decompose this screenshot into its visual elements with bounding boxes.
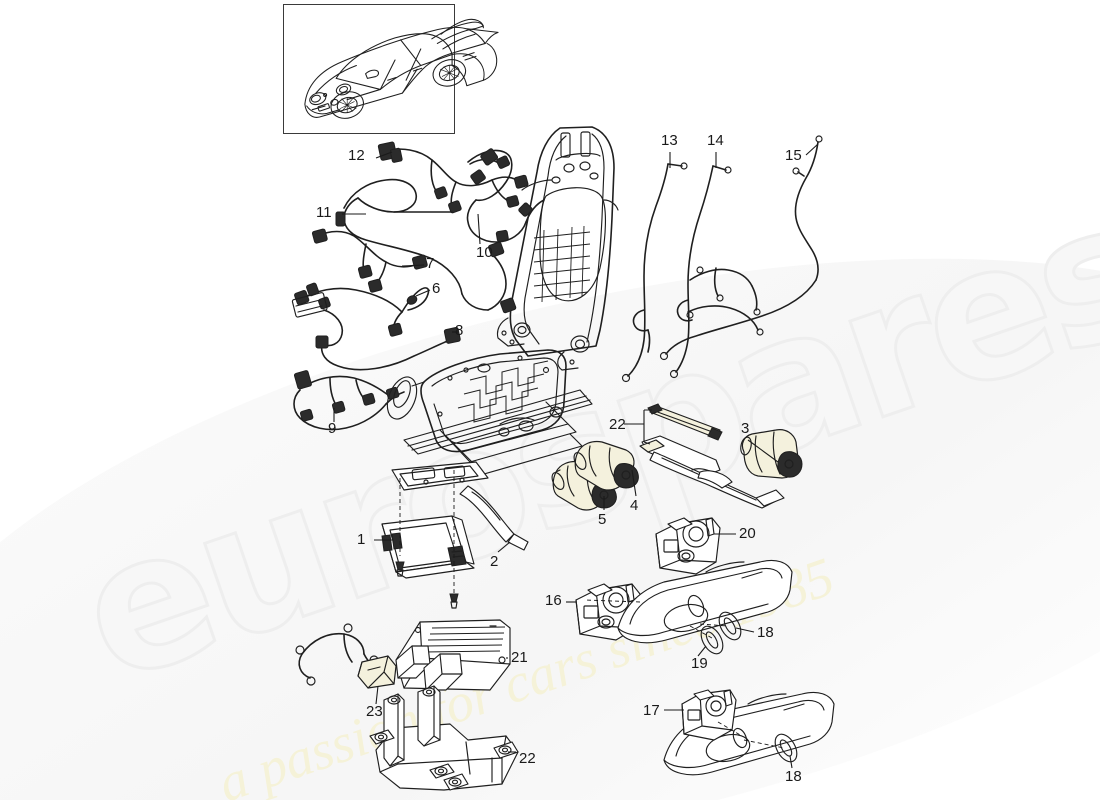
seat-switch-20 [655,517,721,575]
callout-label-13: 13 [661,132,678,149]
callout-label-9: 9 [328,420,337,437]
callout-label-15: 15 [785,147,802,164]
mounting-bracket-22 [369,685,519,791]
callout-label-10: 10 [476,244,493,261]
callout-label-18b: 18 [785,768,802,785]
seat-trim-panel-upper [583,559,793,655]
callout-label-3: 3 [741,420,750,437]
callout-label-5: 5 [598,511,607,528]
leader-lines [333,143,819,769]
callout-label-17: 17 [643,702,660,719]
callout-label-16: 16 [545,592,562,609]
harness-9 [293,370,418,431]
harness-10 [466,148,545,243]
callout-label-20: 20 [739,525,756,542]
callout-label-12: 12 [348,147,365,164]
harness-12 [377,141,529,214]
drive-motor-3 [740,429,803,479]
seat-back-frame [496,126,619,371]
harness-8 [291,292,461,371]
cable-15 [659,135,823,361]
callout-label-4: 4 [630,497,639,514]
callout-label-6: 6 [432,280,441,297]
seat-switch-17 [681,689,743,741]
control-module-21 [395,619,511,691]
callout-label-1: 1 [357,531,366,548]
callout-label-22: 22 [519,750,536,767]
drive-motor-4 [573,440,639,491]
seat-cushion-frame [403,349,593,479]
vehicle-inset-box [283,4,455,134]
spindle-harness-23-bottom [295,623,397,689]
callout-label-11: 11 [316,204,332,221]
harness-11 [335,178,517,314]
callout-label-19: 19 [691,655,708,672]
harness-7 [311,228,428,293]
callout-label-18: 18 [757,624,774,641]
cable-14 [669,165,764,379]
callout-label-23: 22 [609,416,626,433]
callout-label-14: 14 [707,132,724,149]
callout-label-2: 2 [490,553,499,570]
callout-label-21: 21 [511,649,528,666]
control-unit-group [381,461,529,609]
callout-label-8: 8 [455,322,464,339]
harness-6 [294,282,430,337]
spindle-drive-23-top [639,403,785,509]
car-illustration [304,18,499,119]
callout-label-7: 7 [426,255,435,272]
callout-label-23b: 23 [366,703,383,720]
cable-13 [621,162,688,383]
